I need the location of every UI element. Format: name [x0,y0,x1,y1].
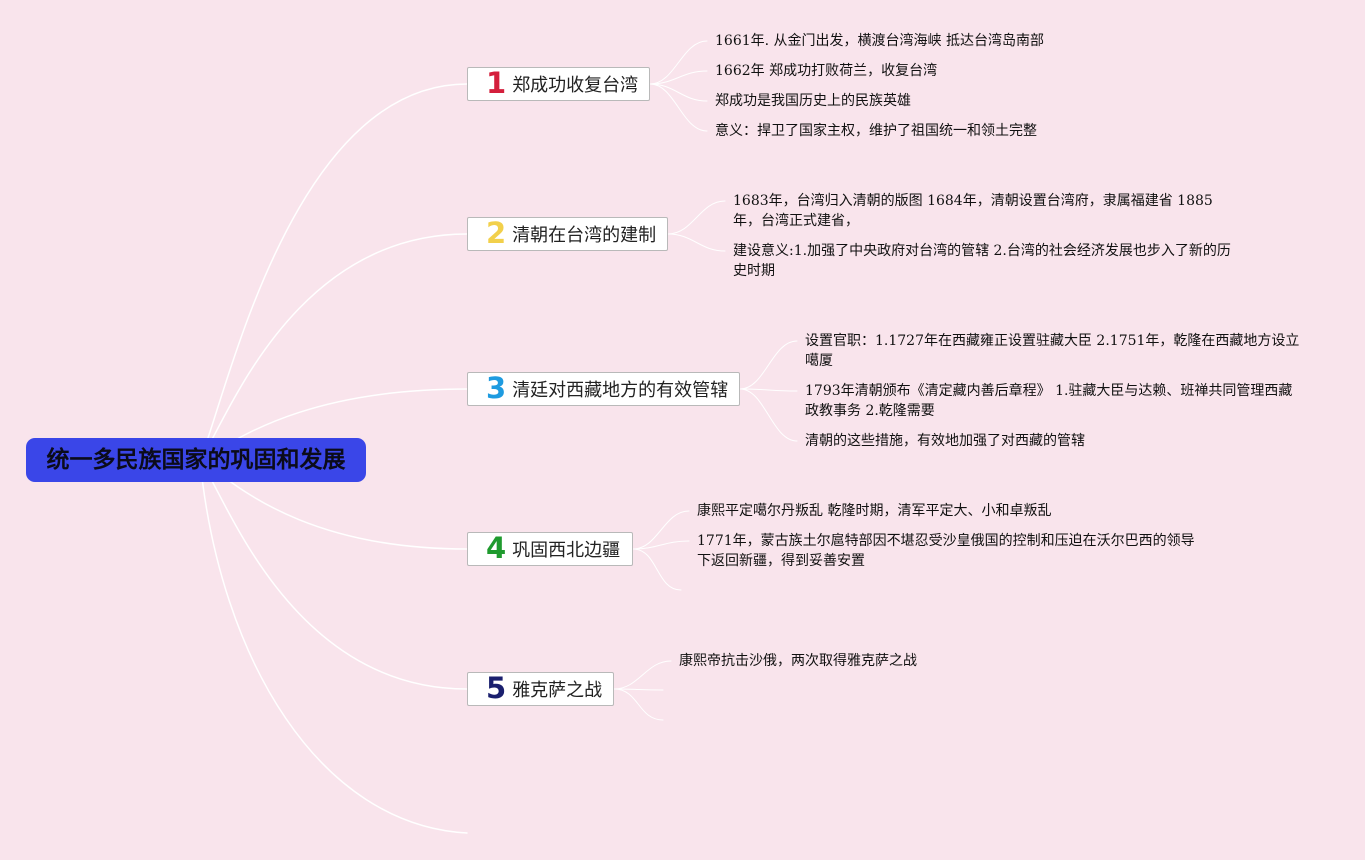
leaf-note[interactable]: 康熙帝抗击沙俄，两次取得雅克萨之战 [679,653,917,669]
leaf-note[interactable]: 康熙平定噶尔丹叛乱 乾隆时期，清军平定大、小和卓叛乱 [697,503,1052,519]
leaf-note[interactable]: 郑成功是我国历史上的民族英雄 [715,93,911,109]
branch-4-link-1 [632,510,690,550]
branch-title: 巩固西北边疆 [512,540,621,561]
branch-3-link-1 [739,340,798,390]
branch-5-stub-1 [613,688,664,691]
branch-title: 清廷对西藏地方的有效管辖 [512,380,729,401]
leaf-note[interactable]: 1793年清朝颁布《清定藏内善后章程》 1.驻藏大臣与达赖、班禅共同管理西藏政教… [805,383,1293,419]
branch-1-link-1 [649,40,708,85]
leaf-note[interactable]: 设置官职：1.1727年在西藏雍正设置驻藏大臣 2.1751年，乾隆在西藏地方设… [805,333,1300,369]
root-link-stub [199,459,468,834]
root-link-5 [199,459,468,690]
branch-4-link-2 [632,540,690,550]
leaf-note[interactable]: 建设意义:1.加强了中央政府对台湾的管辖 2.台湾的社会经济发展也步入了新的历史… [733,243,1231,279]
branch-number-icon: 3 [486,370,507,405]
branch-3-link-2 [739,388,798,392]
branch-5-link-1 [613,660,672,690]
leaf-note[interactable]: 1771年，蒙古族土尔扈特部因不堪忍受沙皇俄国的控制和压迫在沃尔巴西的领导下返回… [697,533,1195,569]
branch-3-link-3 [739,388,798,442]
branch-title: 雅克萨之战 [512,680,603,701]
branch-5-stub-2 [613,688,664,721]
branch-1-link-2 [649,70,708,85]
leaf-note[interactable]: 1661年. 从金门出发，横渡台湾海峡 抵达台湾岛南部 [715,33,1044,49]
root-link-2 [199,233,468,461]
branch-number-icon: 2 [486,215,507,250]
branch-2-link-2 [667,233,726,252]
branch-1-link-4 [649,83,708,132]
branch-4-stub-1 [632,548,682,591]
branch-2-link-1 [667,200,726,235]
leaf-note[interactable]: 1662年 郑成功打败荷兰，收复台湾 [715,63,938,79]
branch-title: 郑成功收复台湾 [512,75,639,96]
branch-1-link-3 [649,83,708,102]
branch-number-icon: 5 [486,670,507,705]
branch-title: 清朝在台湾的建制 [512,225,657,246]
leaf-note[interactable]: 1683年，台湾归入清朝的版图 1684年，清朝设置台湾府，隶属福建省 1885… [733,193,1213,229]
branch-number-icon: 1 [486,65,507,100]
root-topic[interactable]: 统一多民族国家的巩固和发展 [26,438,366,482]
leaf-note[interactable]: 意义：捍卫了国家主权，维护了祖国统一和领土完整 [715,123,1037,139]
branch-number-icon: 4 [486,530,507,565]
root-link-1 [199,83,468,461]
leaf-note[interactable]: 清朝的这些措施，有效地加强了对西藏的管辖 [805,433,1085,449]
